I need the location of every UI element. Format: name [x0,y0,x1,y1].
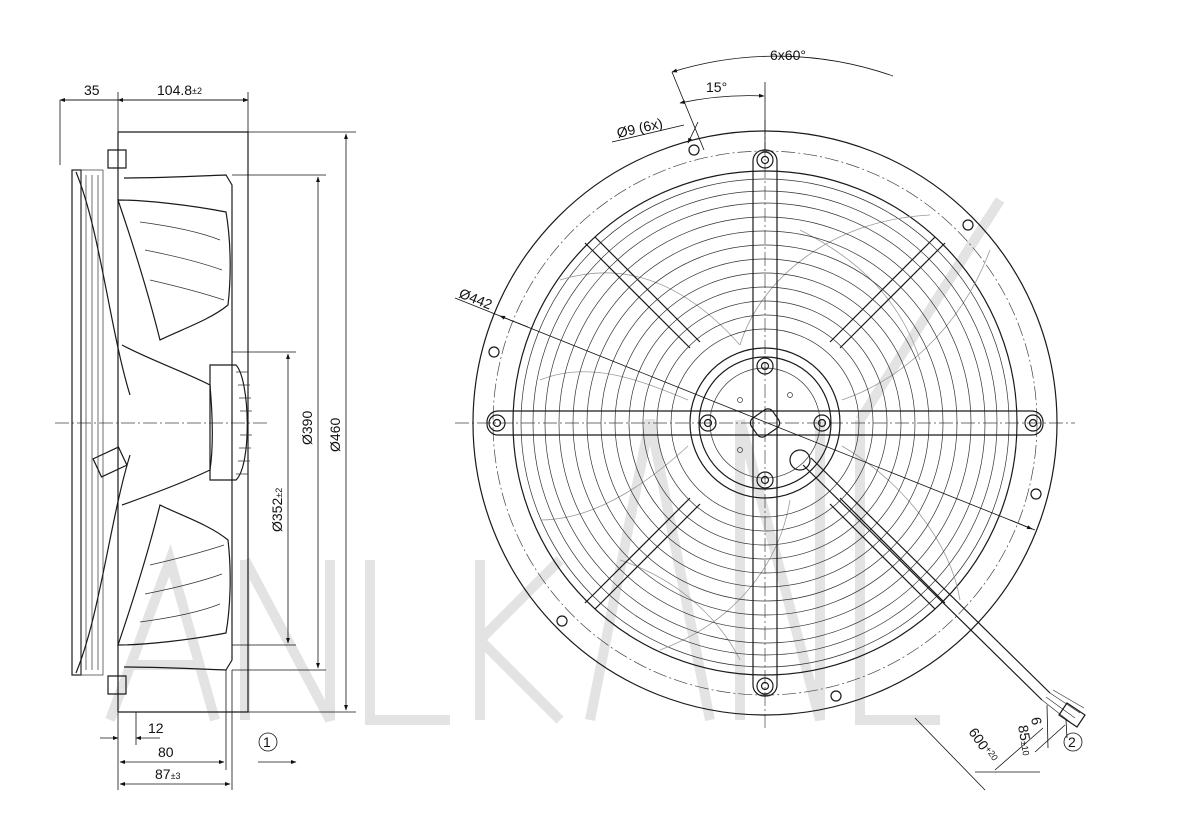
dim-angle: 15° [706,79,727,95]
airflow-marker [258,732,278,752]
dim-80: 80 [158,744,174,760]
power-cable [802,457,1086,728]
dim-dia-mid: Ø390 [299,411,315,445]
mounting-ring [107,131,249,713]
dim-pattern: 6x60° [770,47,806,63]
front-view: 6x60° 15° Ø9 (6x) Ø442 600+20 85±10 6 2 [454,47,1086,791]
guard-rings [532,190,998,656]
guard-grille [71,169,131,676]
dim-87: 87±3 [155,766,181,782]
dim-cable-length: 600+20 [966,725,1001,766]
dim-flange: 12 [148,720,164,736]
cable-marker-label: 2 [1068,734,1076,750]
dim-bolt-circle: Ø442 [457,285,495,313]
side-view: 35 104.8±2 Ø460 Ø390 Ø352±2 12 80 87±3 1 [55,82,356,790]
airflow-marker-label: 1 [263,734,271,750]
cable-gland [789,449,811,471]
impeller-blades [117,199,231,646]
dim-depth-front: 35 [84,82,100,98]
dim-wire: 6 [1028,716,1045,727]
pattern-arc [671,55,894,77]
mounting-holes [488,144,1042,702]
inner-ring [512,170,1018,676]
dim-depth-main: 104.8±2 [157,82,202,98]
dim-holes: Ø9 (6x) [615,115,664,141]
dim-strip: 85±10 [1015,724,1036,757]
cable-marker [1063,732,1083,752]
strut-bolts [488,151,1042,695]
motor-hub [92,364,252,481]
motor-hub [689,347,841,499]
dim-dia-outer: Ø460 [327,418,343,452]
angle-arc [679,93,765,104]
dim-dia-inner: Ø352±2 [269,488,285,532]
